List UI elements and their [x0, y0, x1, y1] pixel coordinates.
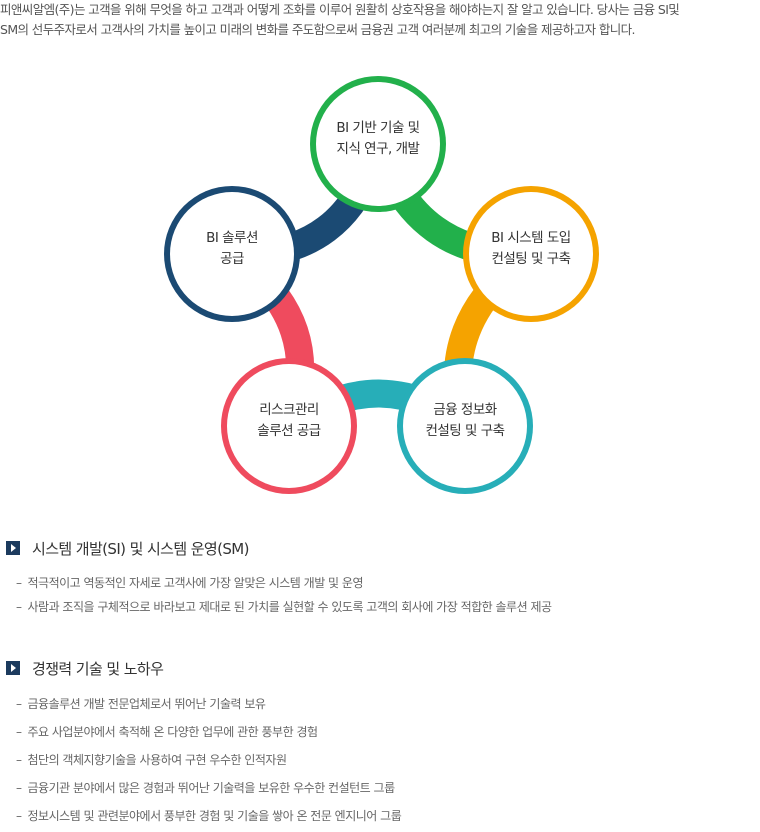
node-face-bi-solution: [170, 192, 294, 316]
list-item: –주요 사업분야에서 축적해 온 다양한 업무에 관한 풍부한 경험: [16, 725, 318, 739]
cycle-graphic: [164, 76, 599, 494]
list-item: –금융솔루션 개발 전문업체로서 뛰어난 기술력 보유: [16, 697, 266, 711]
play-arrow-icon: [6, 541, 20, 555]
node-label-bi-solution: BI 솔루션 공급: [206, 230, 258, 267]
list-item: –첨단의 객체지향기술을 사용하여 구현 우수한 인적자원: [16, 753, 287, 767]
section-heading-si-sm: 시스템 개발(SI) 및 시스템 운영(SM): [6, 538, 249, 558]
node-face-risk: [227, 364, 351, 488]
node-label-risk: 리스크관리 솔루션 공급: [257, 402, 321, 439]
intro-line-1: 피앤씨알엠(주)는 고객을 위해 무엇을 하고 고객과 어떻게 조화를 이루어 …: [0, 2, 680, 17]
node-face-bi-research: [316, 82, 440, 206]
node-label-bi-research: BI 기반 기술 및 지식 연구, 개발: [336, 120, 420, 157]
list-item: –금융기관 분야에서 많은 경험과 뛰어난 기술력을 보유한 우수한 컨설턴트 …: [16, 781, 395, 795]
list-item: –사람과 조직을 구체적으로 바라보고 제대로 된 가치를 실현할 수 있도록 …: [16, 600, 552, 614]
service-cycle-diagram: BI 기반 기술 및 지식 연구, 개발 BI 시스템 도입 컨설팅 및 구축 …: [0, 56, 760, 496]
node-face-bi-system: [469, 192, 593, 316]
play-arrow-icon: [6, 661, 20, 675]
intro-paragraph: 피앤씨알엠(주)는 고객을 위해 무엇을 하고 고객과 어떻게 조화를 이루어 …: [0, 0, 760, 40]
node-label-bi-system: BI 시스템 도입 컨설팅 및 구축: [491, 230, 571, 267]
node-face-finance-it: [403, 364, 527, 488]
node-label-finance-it: 금융 정보화 컨설팅 및 구축: [425, 402, 505, 439]
section-heading-know-how: 경쟁력 기술 및 노하우: [6, 658, 164, 678]
intro-line-2: SM의 선두주자로서 고객사의 가치를 높이고 미래의 변화를 주도함으로써 금…: [0, 22, 636, 37]
list-item: –정보시스템 및 관련분야에서 풍부한 경험 및 기술을 쌓아 온 전문 엔지니…: [16, 809, 402, 823]
list-item: –적극적이고 역동적인 자세로 고객사에 가장 알맞은 시스템 개발 및 운영: [16, 576, 363, 590]
